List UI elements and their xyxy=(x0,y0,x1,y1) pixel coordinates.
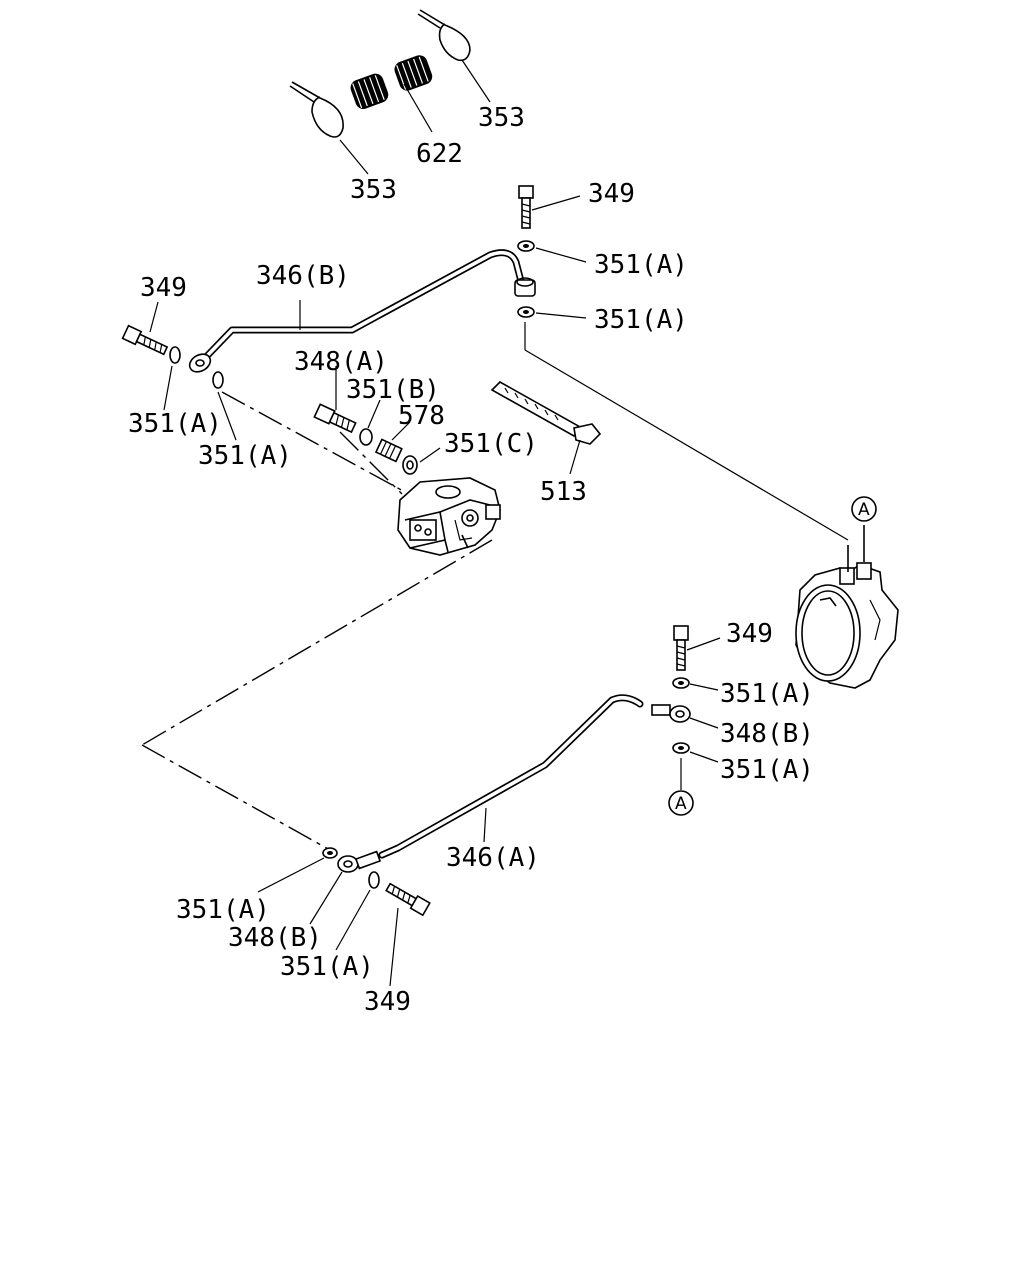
hose-clip-left xyxy=(289,81,344,138)
label-351a-8: 351(A) xyxy=(280,952,374,982)
label-346a: 346(A) xyxy=(446,843,540,873)
label-349-right: 349 xyxy=(726,619,773,649)
cable-tie-513 xyxy=(490,381,602,445)
ref-a-bottom-label: A xyxy=(675,794,687,814)
label-348b-bottom: 348(B) xyxy=(228,923,322,953)
banjo-348b-bottom xyxy=(337,850,382,873)
label-351b: 351(B) xyxy=(346,375,440,405)
label-351a-7: 351(A) xyxy=(176,895,270,925)
label-513: 513 xyxy=(540,477,587,507)
label-351c: 351(C) xyxy=(444,429,538,459)
compressor xyxy=(795,525,899,689)
banjo-top xyxy=(514,277,536,297)
label-348b-right: 348(B) xyxy=(720,719,814,749)
hose-clip-top xyxy=(417,9,471,62)
label-353-left: 353 xyxy=(350,175,397,205)
banjo-eye-346b xyxy=(188,353,212,373)
bolt-349-left xyxy=(121,324,169,356)
label-351a-4: 351(A) xyxy=(198,441,292,471)
pump-body xyxy=(397,477,501,556)
label-353-top: 353 xyxy=(478,103,525,133)
spring-622 xyxy=(350,55,433,109)
label-351a-3: 351(A) xyxy=(128,409,222,439)
label-349-left: 349 xyxy=(140,273,187,303)
label-348a: 348(A) xyxy=(294,347,388,377)
label-349-bottom: 349 xyxy=(364,987,411,1017)
label-622: 622 xyxy=(416,139,463,169)
banjo-348b-right xyxy=(651,704,691,723)
bolt-349-top xyxy=(518,185,534,229)
bolt-349-bottom xyxy=(385,882,431,917)
bolt-349-right xyxy=(673,625,689,671)
ref-a-top-label: A xyxy=(858,500,870,520)
label-578: 578 xyxy=(398,401,445,431)
label-351a-6: 351(A) xyxy=(720,755,814,785)
valve-578 xyxy=(374,438,403,463)
label-351a-1: 351(A) xyxy=(594,250,688,280)
ref-a-bottom-circle xyxy=(668,790,694,816)
label-349-top: 349 xyxy=(588,179,635,209)
label-351a-2: 351(A) xyxy=(594,305,688,335)
label-351a-5: 351(A) xyxy=(720,679,814,709)
ref-a-top-circle xyxy=(851,496,877,522)
label-346b: 346(B) xyxy=(256,261,350,291)
union-348a xyxy=(313,403,357,434)
